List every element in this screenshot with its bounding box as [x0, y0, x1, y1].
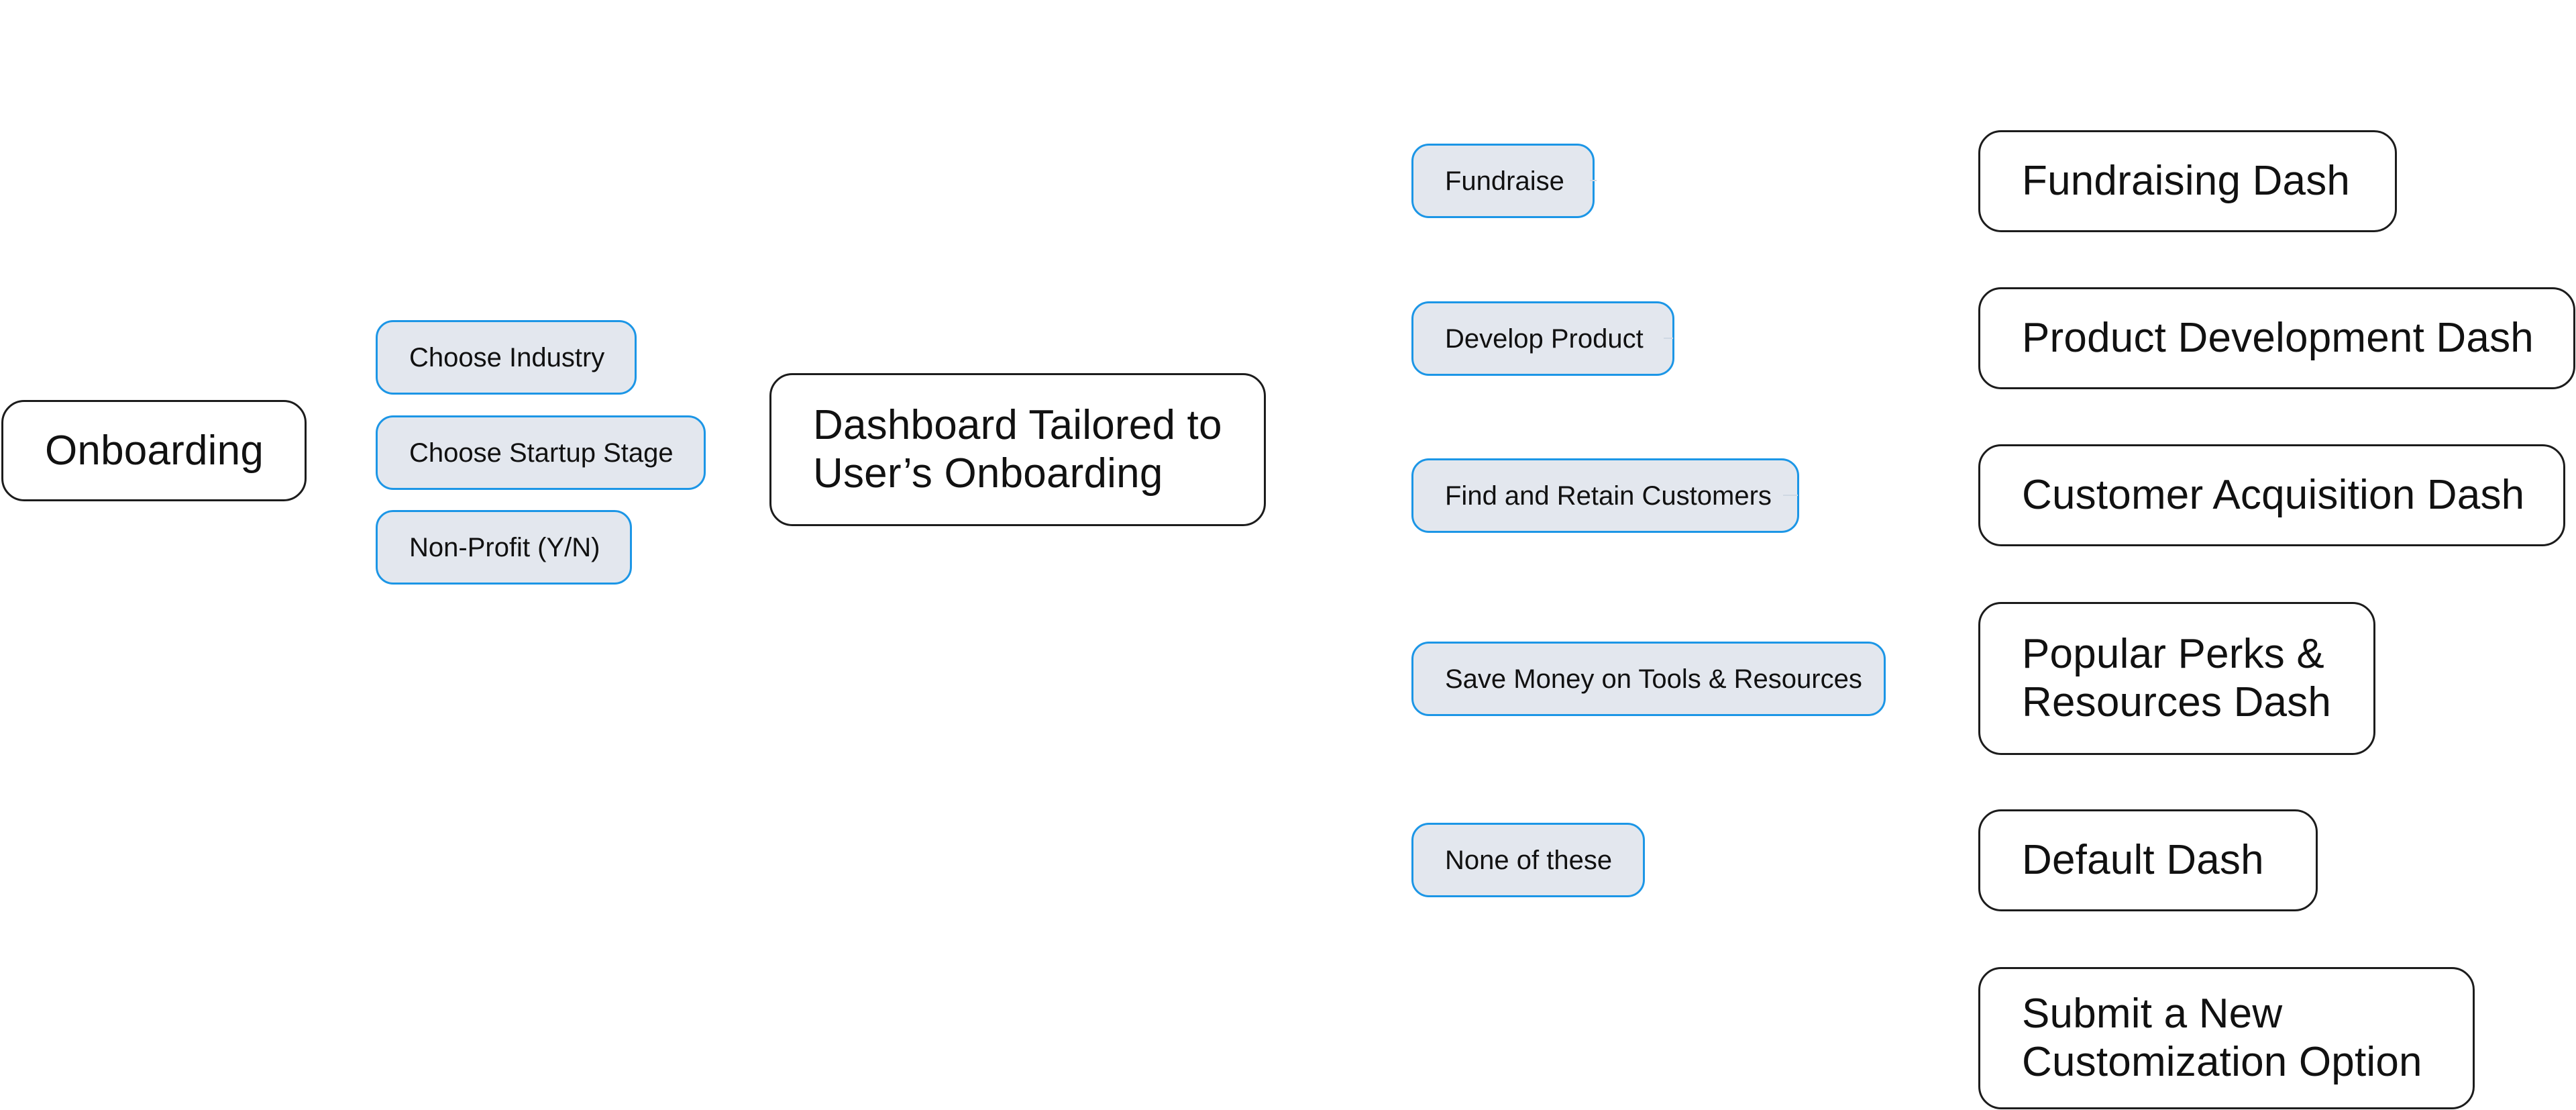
fundraising-dash-label: Fundraising Dash	[2022, 158, 2351, 204]
default-dash-label: Default Dash	[2022, 837, 2264, 883]
onboarding-node-label: Onboarding	[45, 427, 264, 474]
dashboard-node[interactable]: Dashboard Tailored to User’s Onboarding	[769, 373, 1266, 526]
popular-perks-dash-line2: Resources Dash	[2022, 679, 2332, 725]
fundraise-pill[interactable]: Fundraise	[1411, 144, 1595, 218]
find-retain-customers-connector	[1783, 495, 1798, 496]
find-retain-customers-label: Find and Retain Customers	[1445, 481, 1772, 511]
none-of-these-label: None of these	[1445, 845, 1613, 875]
save-money-pill[interactable]: Save Money on Tools & Resources	[1411, 642, 1886, 716]
non-profit-pill[interactable]: Non-Profit (Y/N)	[376, 510, 632, 585]
dashboard-node-line2: User’s Onboarding	[813, 450, 1163, 497]
develop-product-pill[interactable]: Develop Product	[1411, 301, 1674, 376]
default-dash-node[interactable]: Default Dash	[1978, 809, 2318, 911]
fundraising-dash-node[interactable]: Fundraising Dash	[1978, 130, 2397, 232]
customer-acquisition-dash-node[interactable]: Customer Acquisition Dash	[1978, 444, 2565, 546]
customer-acquisition-dash-label: Customer Acquisition Dash	[2022, 472, 2525, 518]
popular-perks-dash-line1: Popular Perks &	[2022, 631, 2324, 677]
choose-industry-label: Choose Industry	[409, 342, 605, 372]
product-development-dash-node[interactable]: Product Development Dash	[1978, 287, 2575, 389]
none-of-these-pill[interactable]: None of these	[1411, 823, 1645, 897]
product-development-dash-label: Product Development Dash	[2022, 315, 2534, 361]
dashboard-node-line1: Dashboard Tailored to	[813, 402, 1222, 448]
fundraise-connector	[1590, 180, 1597, 181]
onboarding-node[interactable]: Onboarding	[1, 400, 307, 501]
submit-customization-node[interactable]: Submit a New Customization Option	[1978, 967, 2475, 1109]
save-money-label: Save Money on Tools & Resources	[1445, 664, 1862, 694]
popular-perks-dash-node[interactable]: Popular Perks & Resources Dash	[1978, 602, 2375, 755]
choose-startup-stage-label: Choose Startup Stage	[409, 438, 674, 468]
submit-customization-line1: Submit a New	[2022, 991, 2283, 1037]
develop-product-connector	[1664, 338, 1673, 339]
fundraise-label: Fundraise	[1445, 166, 1564, 196]
develop-product-label: Develop Product	[1445, 323, 1644, 354]
non-profit-label: Non-Profit (Y/N)	[409, 532, 600, 562]
find-retain-customers-pill[interactable]: Find and Retain Customers	[1411, 458, 1799, 533]
choose-startup-stage-pill[interactable]: Choose Startup Stage	[376, 415, 706, 490]
submit-customization-line2: Customization Option	[2022, 1039, 2422, 1085]
choose-industry-pill[interactable]: Choose Industry	[376, 320, 637, 395]
